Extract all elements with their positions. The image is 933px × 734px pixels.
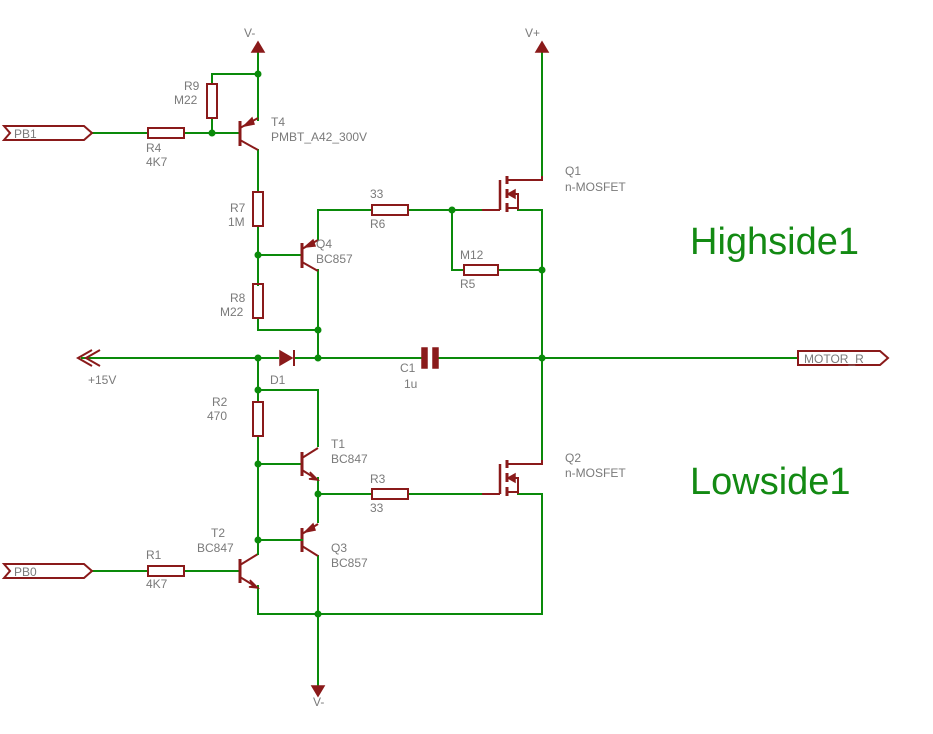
svg-text:V-: V-	[313, 695, 324, 709]
svg-text:Q2: Q2	[565, 451, 581, 465]
svg-text:T4: T4	[271, 115, 285, 129]
svg-text:M12: M12	[460, 248, 484, 262]
svg-text:MOTOR_R: MOTOR_R	[804, 352, 864, 366]
svg-text:n-MOSFET: n-MOSFET	[565, 180, 626, 194]
junctions	[208, 70, 546, 618]
port-pb1: PB1	[1, 125, 94, 141]
mosfet-q2: Q2 n-MOSFET	[482, 451, 626, 496]
highside-label: Highside1	[690, 221, 859, 263]
svg-text:+15V: +15V	[88, 373, 116, 387]
transistor-t2: T2 BC847	[197, 526, 261, 589]
wires	[81, 51, 799, 687]
svg-text:BC857: BC857	[316, 252, 353, 266]
svg-text:Q4: Q4	[316, 237, 332, 251]
svg-text:T2: T2	[211, 526, 225, 540]
svg-text:4K7: 4K7	[146, 577, 168, 591]
resistor-r8: R8 M22	[220, 283, 264, 319]
svg-text:BC847: BC847	[331, 452, 368, 466]
resistor-r3: R3 33	[370, 472, 409, 515]
transistor-t1: T1 BC847	[300, 437, 368, 481]
resistor-r5: M12 R5	[460, 248, 499, 291]
diode-d1: D1	[270, 349, 295, 387]
resistor-r9: R9 M22	[174, 79, 218, 119]
mosfet-q1: Q1 n-MOSFET	[482, 164, 626, 212]
svg-text:R1: R1	[146, 548, 162, 562]
svg-text:n-MOSFET: n-MOSFET	[565, 466, 626, 480]
resistor-r6: 33 R6	[370, 187, 409, 231]
svg-text:R4: R4	[146, 141, 162, 155]
svg-text:BC857: BC857	[331, 556, 368, 570]
svg-text:Q1: Q1	[565, 164, 581, 178]
lowside-label: Lowside1	[690, 461, 851, 503]
vminus-top-symbol: V-	[244, 26, 266, 53]
svg-text:R2: R2	[212, 395, 228, 409]
svg-text:D1: D1	[270, 373, 286, 387]
svg-text:33: 33	[370, 187, 384, 201]
svg-text:PB1: PB1	[14, 127, 37, 141]
svg-text:BC847: BC847	[197, 541, 234, 555]
resistor-r1: R1 4K7	[146, 548, 185, 591]
capacitor-c1: C1 1u	[400, 347, 439, 391]
svg-text:33: 33	[370, 501, 384, 515]
svg-text:1u: 1u	[404, 377, 417, 391]
port-pb0: PB0	[1, 563, 94, 579]
svg-text:T1: T1	[331, 437, 345, 451]
svg-text:C1: C1	[400, 361, 416, 375]
svg-text:R7: R7	[230, 201, 246, 215]
svg-text:R9: R9	[184, 79, 200, 93]
svg-text:V+: V+	[525, 26, 540, 40]
resistor-r2: R2 470	[207, 395, 264, 437]
svg-text:R5: R5	[460, 277, 476, 291]
vminus-bottom-symbol: V-	[310, 685, 326, 709]
svg-text:4K7: 4K7	[146, 155, 168, 169]
transistor-q4: Q4 BC857	[300, 237, 353, 272]
svg-text:M22: M22	[174, 93, 198, 107]
svg-text:Q3: Q3	[331, 541, 347, 555]
transistor-t4: T4 PMBT_A42_300V	[238, 115, 367, 151]
port-motor: MOTOR_R	[797, 350, 890, 366]
resistor-r4: R4 4K7	[146, 127, 185, 169]
svg-text:R3: R3	[370, 472, 386, 486]
svg-text:M22: M22	[220, 305, 244, 319]
svg-text:PB0: PB0	[14, 565, 37, 579]
svg-text:R6: R6	[370, 217, 386, 231]
svg-text:470: 470	[207, 409, 227, 423]
transistor-q3: Q3 BC857	[300, 522, 368, 570]
svg-text:1M: 1M	[228, 215, 245, 229]
resistor-r7: R7 1M	[228, 191, 264, 229]
svg-text:PMBT_A42_300V: PMBT_A42_300V	[271, 130, 367, 144]
vplus-symbol: V+	[525, 26, 550, 53]
svg-text:V-: V-	[244, 26, 255, 40]
plus15-symbol: +15V	[75, 349, 116, 387]
svg-text:R8: R8	[230, 291, 246, 305]
